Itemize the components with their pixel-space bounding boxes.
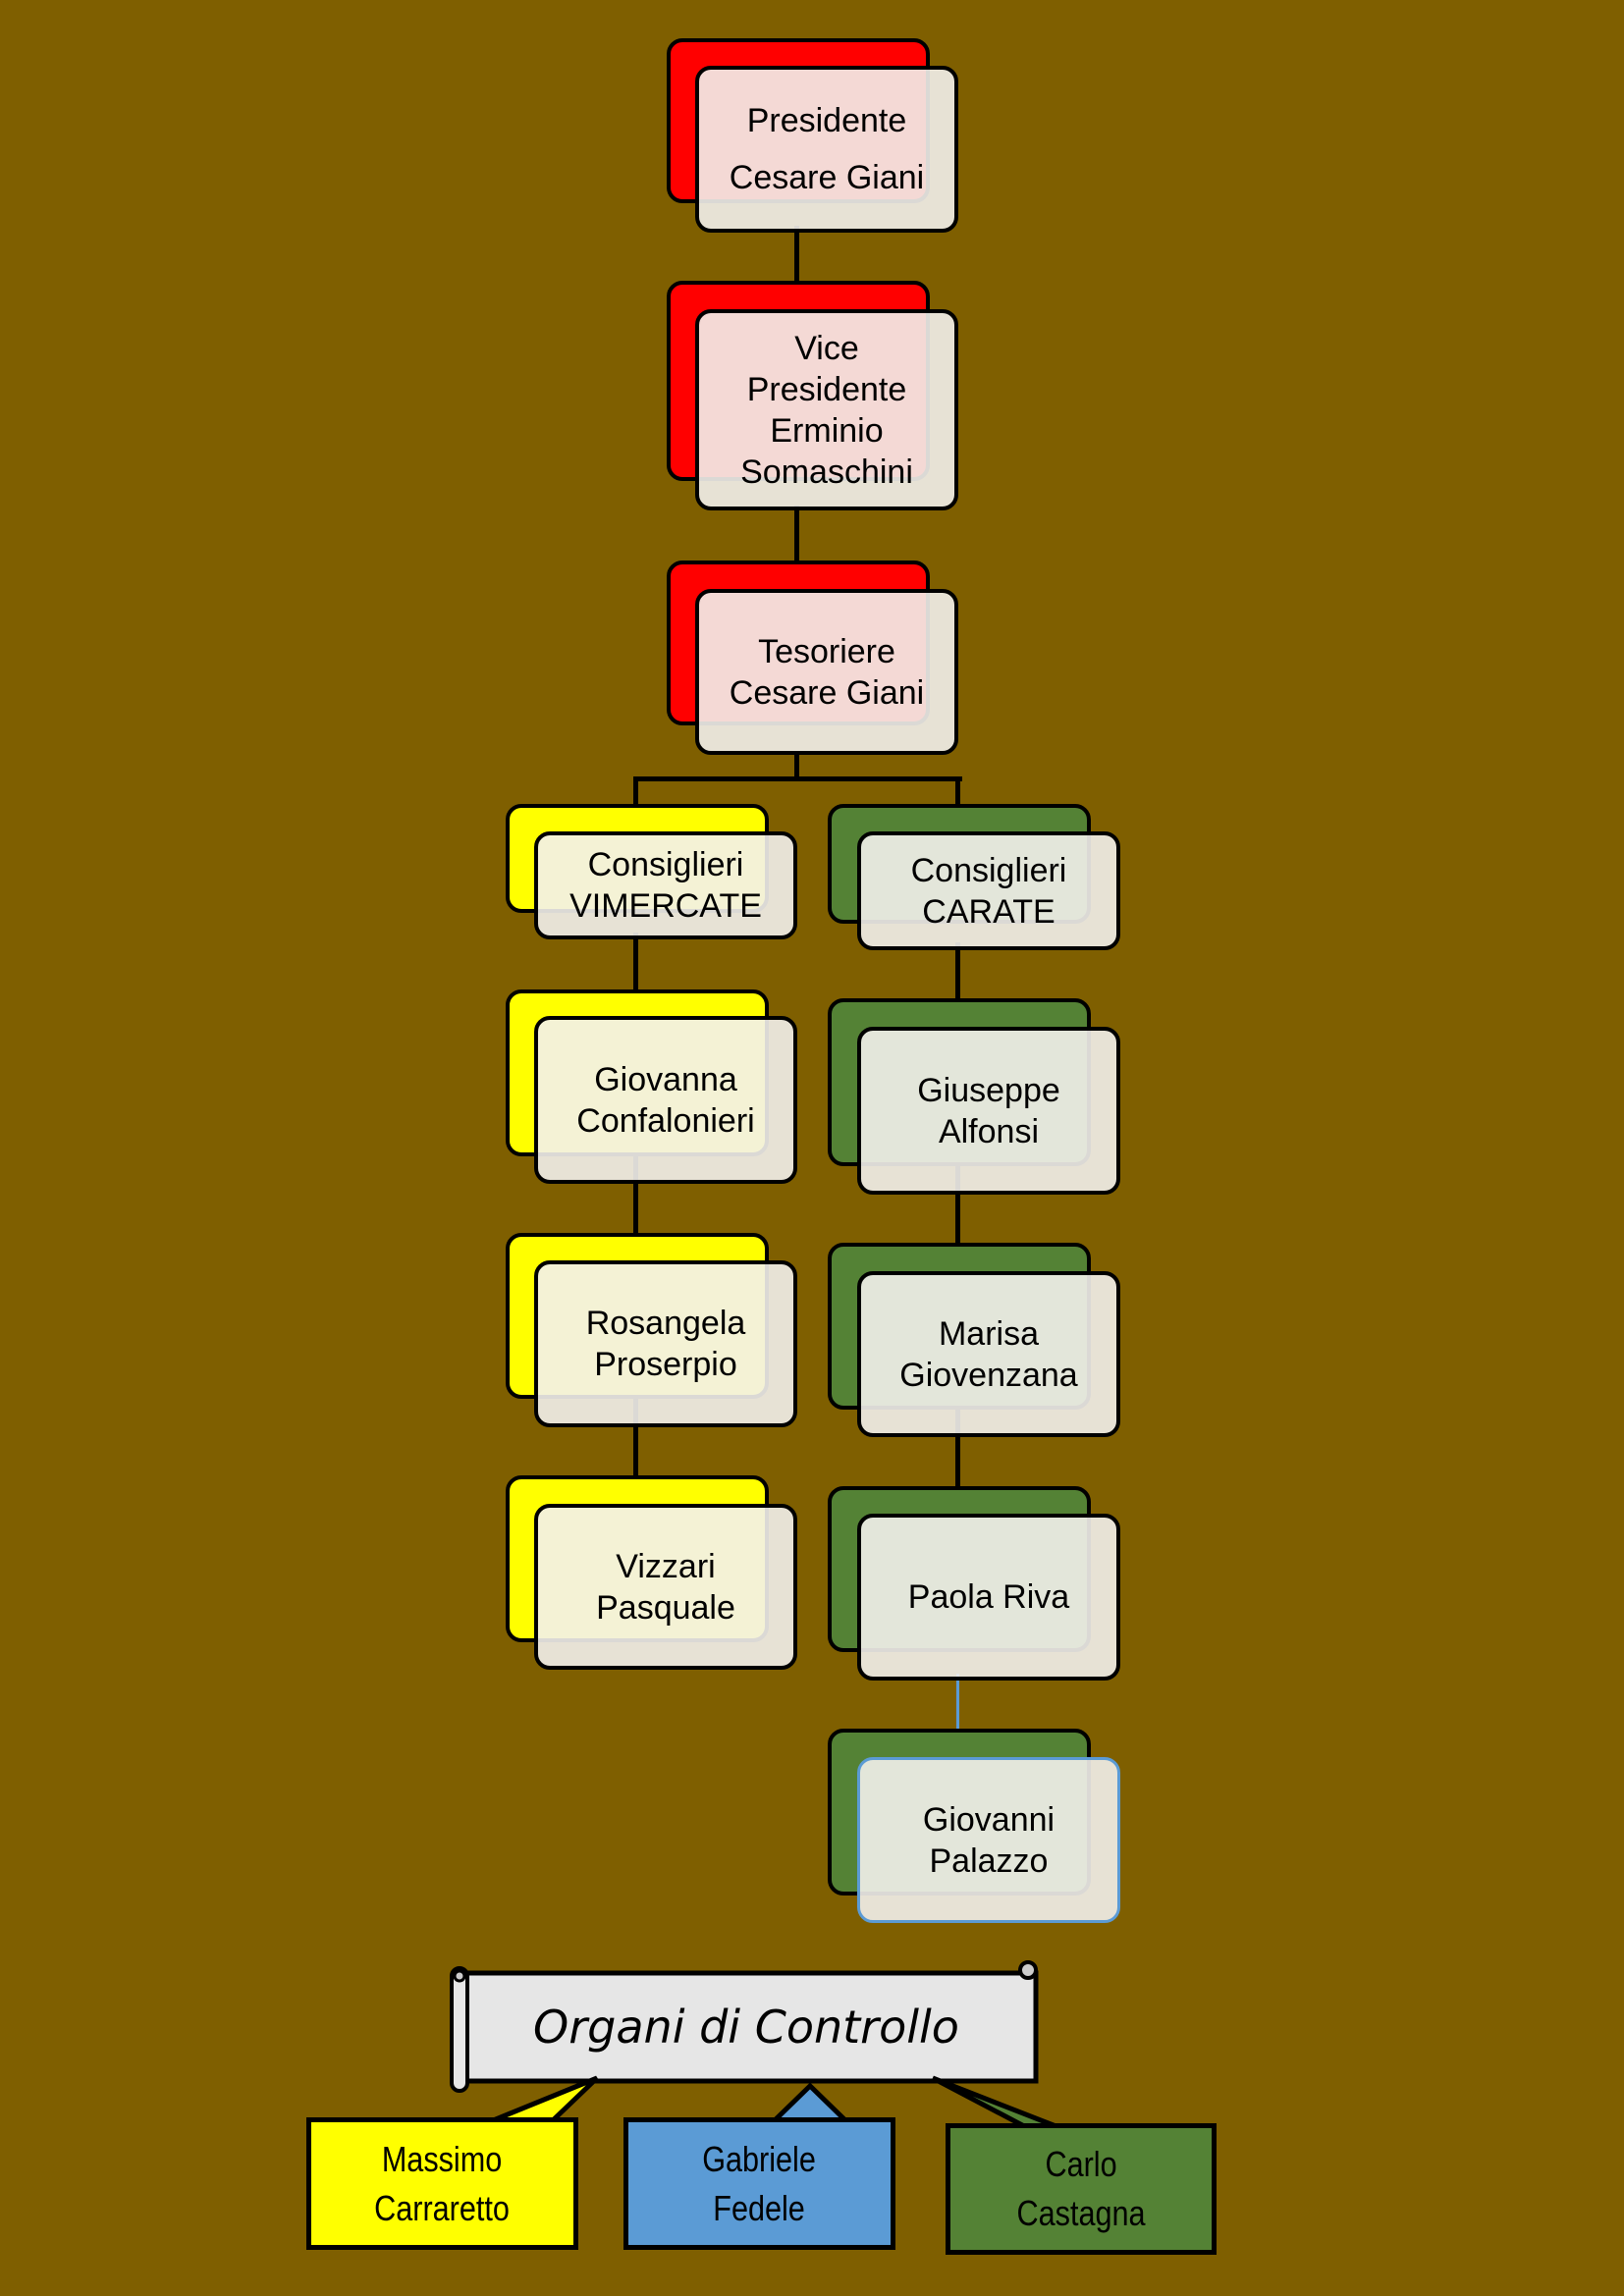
- member-name: Carlo Castagna: [1016, 2144, 1146, 2233]
- scroll-banner-shape: [450, 1960, 1039, 2093]
- member-name: Massimo Carraretto: [374, 2138, 511, 2228]
- member-node[interactable]: Marisa Giovenzana: [857, 1271, 1120, 1437]
- role: Vice Presidente: [746, 329, 907, 408]
- connector: [794, 751, 799, 780]
- control-member-blue[interactable]: Gabriele Fedele: [623, 2117, 895, 2250]
- connector: [956, 1674, 959, 1762]
- carate-header-node[interactable]: Consiglieri CARATE: [857, 831, 1120, 950]
- person-name: Cesare Giani: [729, 673, 925, 712]
- member-node[interactable]: Giovanna Confalonieri: [534, 1016, 797, 1184]
- connector: [794, 506, 799, 594]
- connector: [633, 776, 962, 781]
- vimercate-header-node[interactable]: Consiglieri VIMERCATE: [534, 831, 797, 939]
- person-name: Cesare Giani: [729, 159, 925, 196]
- role: Presidente: [746, 102, 907, 139]
- member-node[interactable]: Giuseppe Alfonsi: [857, 1027, 1120, 1195]
- role: Tesoriere: [758, 632, 895, 670]
- connector: [794, 226, 799, 314]
- member-node[interactable]: Vizzari Pasquale: [534, 1504, 797, 1670]
- control-member-green[interactable]: Carlo Castagna: [946, 2123, 1217, 2255]
- member-node-selected[interactable]: Giovanni Palazzo: [857, 1757, 1120, 1923]
- control-title: Organi di Controllo: [533, 2001, 959, 2054]
- control-member-yellow[interactable]: Massimo Carraretto: [306, 2117, 578, 2250]
- member-name: Gabriele Fedele: [702, 2138, 817, 2228]
- person-name: Erminio Somaschini: [740, 411, 913, 491]
- member-node[interactable]: Paola Riva: [857, 1514, 1120, 1681]
- member-node[interactable]: Rosangela Proserpio: [534, 1260, 797, 1427]
